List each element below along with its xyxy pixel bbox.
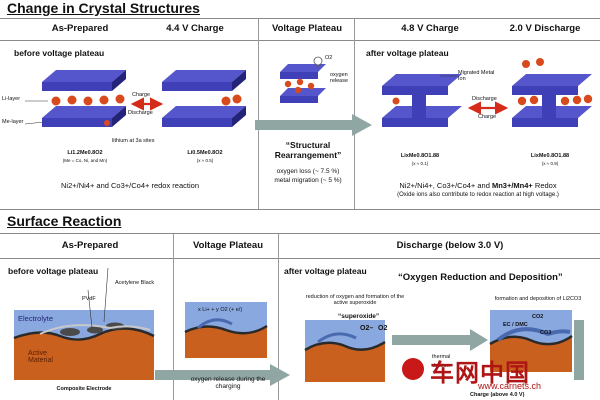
plateau-electrode (184, 302, 268, 358)
thermal-label: thermal (432, 354, 451, 360)
ord-title: “Oxygen Reduction and Deposition” (398, 272, 563, 283)
li-layer-label: Li-layer (2, 96, 21, 102)
layered-structure-plateau (280, 56, 326, 103)
formula-2-0v: LixMe0.8O1.88 (530, 153, 570, 159)
after-plateau-label: after voltage plateau (366, 48, 449, 58)
acetylene-black-label: Acetylene Black (115, 280, 155, 286)
crystal-section-title: Change in Crystal Structures (7, 0, 200, 16)
layered-structure-as-prepared (42, 70, 126, 127)
ec-dmc-label: EC / DMC (503, 322, 528, 328)
co3-label: CO3 (540, 330, 552, 336)
discharge-label: Discharge (128, 110, 153, 116)
charge-label-2: Charge (478, 114, 497, 120)
superoxide-label: “superoxide” (338, 313, 380, 320)
composite-electrode (13, 310, 155, 380)
header-4-8v-charge: 4.8 V Charge (401, 23, 459, 34)
formula-4-4v-note: (x ≈ 0.5) (196, 158, 214, 163)
o2-minus-label: O2– (360, 325, 374, 332)
electrolyte-label: Electrolyte (18, 314, 54, 323)
header-voltage-plateau: Voltage Plateau (271, 23, 343, 34)
header-4-4v-charge: 4.4 V Charge (166, 23, 224, 34)
before-plateau-label: before voltage plateau (14, 48, 105, 58)
charge-label: Charge (132, 92, 151, 98)
o2-label: O2 (325, 55, 333, 61)
surface-arrow-1 (155, 364, 290, 386)
plateau-arrow (255, 114, 372, 136)
layered-structure-2-0v (512, 58, 593, 127)
surface-header-plateau: Voltage Plateau (192, 240, 264, 251)
oxygen-release-label: oxygen release (330, 72, 349, 84)
header-as-prepared: As-Prepared (51, 23, 109, 34)
plateau-equation: x Li+ + y O2 (+ e/) (198, 307, 243, 313)
structural-rearrangement: “Structural Rearrangement” (274, 140, 342, 160)
surface-header-discharge: Discharge (below 3.0 V) (396, 240, 504, 251)
watermark-logo-icon (402, 358, 424, 380)
composite-electrode-label: Composite Electrode (56, 386, 112, 392)
surface-header-as-prepared: As-Prepared (61, 240, 119, 251)
oxygen-release-charging: oxygen release during the charging (190, 376, 266, 390)
pvdf-label: PVdF (82, 296, 96, 302)
formula-4-8v: LixMe0.8O1.88 (400, 153, 440, 159)
superoxide-electrode (304, 320, 386, 382)
surface-before-label: before voltage plateau (8, 266, 99, 276)
watermark-brand: 车网中国 (430, 360, 530, 387)
surface-arrow-2 (392, 329, 488, 351)
formula-as-prepared-note: (Me = Co, Ni, and Mn) (62, 158, 108, 163)
formula-4-4v: Li0.5Me0.8O2 (187, 150, 223, 156)
active-material-label: Active Material (28, 350, 53, 364)
me-layer-label: Me-layer (2, 119, 24, 125)
formation-li2co3-text: formation and deposition of Li2CO3 (494, 296, 582, 302)
charge-above-label: Charge (above 4.0 V) (470, 392, 525, 398)
o2-label-surface: O2 (378, 325, 388, 332)
surface-reaction-diagram (13, 267, 584, 386)
metal-migration-text: metal migration (~ 5 %) (274, 177, 342, 184)
formula-as-prepared: Li1.2Me0.8O2 (67, 150, 103, 156)
surface-section-title: Surface Reaction (7, 213, 122, 229)
co2-label: CO2 (532, 314, 544, 320)
migrated-ion-label: Migrated Metal Ion (458, 70, 495, 82)
watermark-url: www.carnets.ch (478, 381, 542, 391)
oxygen-loss-text: oxygen loss (~ 7.5 %) (276, 168, 340, 175)
formula-4-8v-note: (x ≈ 0.1) (411, 161, 429, 166)
layered-structure-4-4v (162, 70, 246, 127)
redox-reaction-2: Ni2+/Ni4+, Co3+/Co4+ and Mn3+/Mn4+ Redox (399, 181, 557, 190)
surface-after-label: after voltage plateau (284, 266, 367, 276)
li2co3-electrode (489, 310, 573, 372)
redox-note: (Oxide ions also contribute to redox rea… (397, 192, 559, 198)
lithium-3a-label: lithium at 3a sites (112, 138, 155, 144)
crystal-structures-diagram (24, 56, 593, 136)
reduction-short-label: duction (432, 363, 450, 369)
surface-arrow-3 (574, 320, 584, 380)
formula-2-0v-note: (x ≈ 0.9) (541, 161, 559, 166)
header-2-0v-discharge: 2.0 V Discharge (509, 23, 581, 34)
discharge-label-2: Discharge (472, 96, 497, 102)
reduction-of-oxygen-text: reduction of oxygen and formation of the… (305, 294, 405, 306)
layered-structure-4-8v (382, 74, 462, 127)
redox-reaction-1: Ni2+/Ni4+ and Co3+/Co4+ redox reaction (60, 181, 199, 190)
